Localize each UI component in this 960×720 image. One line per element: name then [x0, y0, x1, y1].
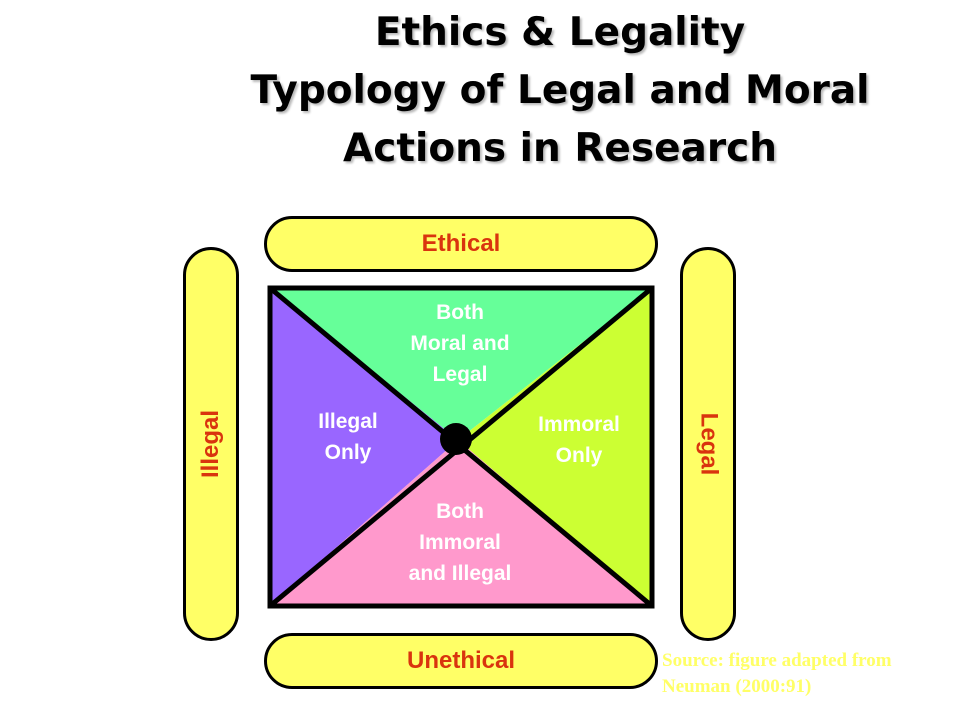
- unethical-pill: Unethical: [264, 633, 658, 689]
- title-line-3: Actions in Research: [343, 126, 777, 171]
- unethical-label: Unethical: [406, 647, 516, 674]
- quadrant-bottom-label: Both Immoral and Illegal: [408, 500, 512, 585]
- quadrant-left-illegal-only: [270, 288, 458, 606]
- center-dot: [440, 423, 472, 455]
- legal-pill: Legal: [680, 247, 736, 641]
- quadrant-right-label: Immoral Only: [538, 413, 620, 467]
- quadrant-right-immoral-only: [458, 288, 652, 606]
- square-outline: [267, 285, 655, 609]
- quadrant-top-moral-legal: [270, 288, 652, 440]
- slide-title: Ethics & Legality Typology of Legal and …: [200, 4, 920, 178]
- title-line-2: Typology of Legal and Moral: [250, 68, 870, 113]
- illegal-pill: Illegal: [183, 247, 239, 641]
- title-line-1: Ethics & Legality: [374, 10, 746, 55]
- quadrant-bottom-immoral-illegal: [270, 440, 652, 606]
- source-citation: Source: figure adapted from Neuman (2000…: [662, 650, 892, 697]
- quadrant-top-label: Both Moral and Legal: [410, 301, 510, 386]
- quadrant-left-label: Illegal Only: [318, 410, 378, 464]
- ethical-label: Ethical: [421, 230, 501, 257]
- ethical-pill: Ethical: [264, 216, 658, 272]
